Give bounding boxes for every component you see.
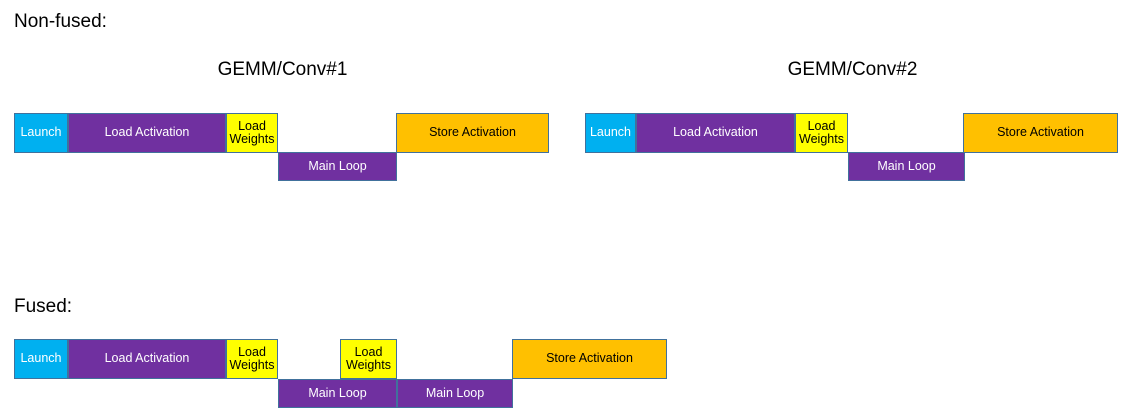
timeline-bar-fused-load-weights-2: Load Weights — [340, 339, 397, 379]
timeline-bar-label: Launch — [20, 351, 62, 366]
timeline-bar-load-weights-1: Load Weights — [226, 113, 278, 153]
timeline-bar-launch-2: Launch — [585, 113, 636, 153]
timeline-bar-label: Store Activation — [546, 351, 633, 366]
timeline-bar-load-activation-2: Load Activation — [636, 113, 795, 153]
section-label-fused: Fused: — [14, 296, 73, 317]
timeline-bar-label: Load Weights — [229, 344, 275, 372]
section-label-non_fused: Non-fused: — [14, 11, 107, 32]
timeline-bar-fused-store-activation: Store Activation — [512, 339, 667, 379]
timeline-bar-fused-load-weights-1: Load Weights — [226, 339, 278, 379]
kernel-title-gemm-conv-1: GEMM/Conv#1 — [217, 59, 348, 80]
timeline-bar-label: Load Activation — [104, 125, 190, 140]
timeline-bar-label: Launch — [589, 125, 631, 140]
timeline-bar-fused-main-loop-1: Main Loop — [278, 379, 397, 408]
timeline-bar-label: Main Loop — [877, 158, 936, 173]
timeline-bar-fused-main-loop-2: Main Loop — [397, 379, 513, 408]
kernel-title-gemm-conv-2: GEMM/Conv#2 — [787, 59, 918, 80]
timeline-bar-label: Load Activation — [673, 125, 758, 140]
timeline-bar-load-activation-1: Load Activation — [68, 113, 226, 153]
timeline-bar-main-loop-1: Main Loop — [278, 152, 397, 181]
timeline-bar-label: Load Weights — [346, 344, 391, 372]
timeline-bar-label: Launch — [20, 125, 62, 140]
timeline-bar-store-activation-2: Store Activation — [963, 113, 1118, 153]
timeline-bar-label: Main Loop — [308, 158, 367, 173]
timeline-bar-fused-load-activation: Load Activation — [68, 339, 226, 379]
timeline-bar-label: Store Activation — [429, 125, 516, 140]
timeline-bar-load-weights-2: Load Weights — [795, 113, 848, 153]
timeline-bar-label: Main Loop — [308, 385, 367, 400]
timeline-bar-launch-1: Launch — [14, 113, 68, 153]
timeline-bar-label: Main Loop — [425, 385, 485, 400]
timeline-bar-label: Load Weights — [799, 118, 844, 146]
timeline-bar-label: Store Activation — [997, 125, 1084, 140]
timeline-bar-store-activation-1: Store Activation — [396, 113, 549, 153]
timeline-bar-main-loop-2: Main Loop — [848, 152, 965, 181]
timeline-bar-label: Load Weights — [229, 118, 275, 146]
timeline-bar-label: Load Activation — [104, 351, 190, 366]
timeline-bar-fused-launch: Launch — [14, 339, 68, 379]
